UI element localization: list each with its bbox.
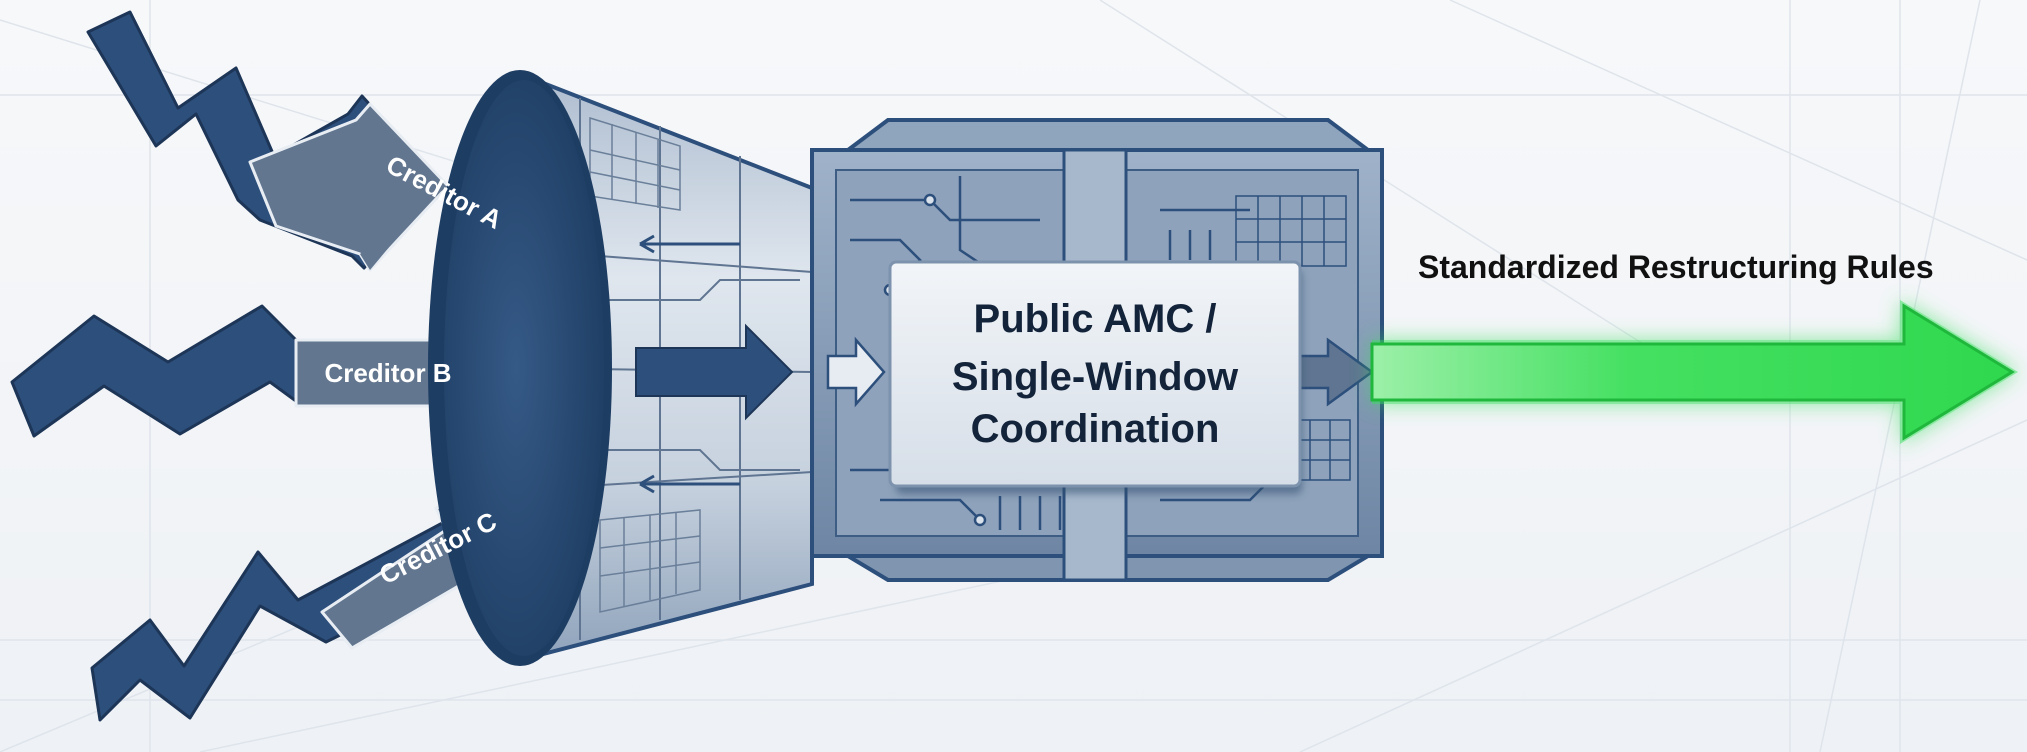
funnel-grid-top xyxy=(589,116,681,211)
hub-box xyxy=(810,118,1384,582)
output-arrow-body xyxy=(1370,303,2015,441)
funnel xyxy=(428,70,814,666)
funnel-back-arrow-top xyxy=(639,234,740,254)
hub-label-line3: Coordination xyxy=(971,407,1220,451)
hub-top-cap xyxy=(842,118,1374,152)
creditor-b-label: Creditor B xyxy=(324,358,451,388)
hub-entry-arrow xyxy=(826,336,886,408)
hub-label-line2: Single-Window xyxy=(952,355,1239,399)
hub-exit-arrow xyxy=(1298,337,1375,407)
hub-panel xyxy=(888,260,1302,488)
funnel-back-arrow-bottom xyxy=(639,474,740,494)
output-arrow xyxy=(1370,300,2018,444)
funnel-flow-arrow xyxy=(635,323,794,421)
hub-bus-top xyxy=(1062,148,1128,272)
creditor-arrow-tips xyxy=(360,186,448,270)
funnel-mouth xyxy=(444,80,604,656)
hub-label: Public AMC / Single-Window Coordination xyxy=(952,297,1239,451)
output-label: Standardized Restructuring Rules xyxy=(1418,249,1934,285)
hub-bus-bottom xyxy=(1062,478,1128,582)
hub-label-line1: Public AMC / xyxy=(974,297,1217,341)
funnel-grid-bottom xyxy=(599,509,701,613)
